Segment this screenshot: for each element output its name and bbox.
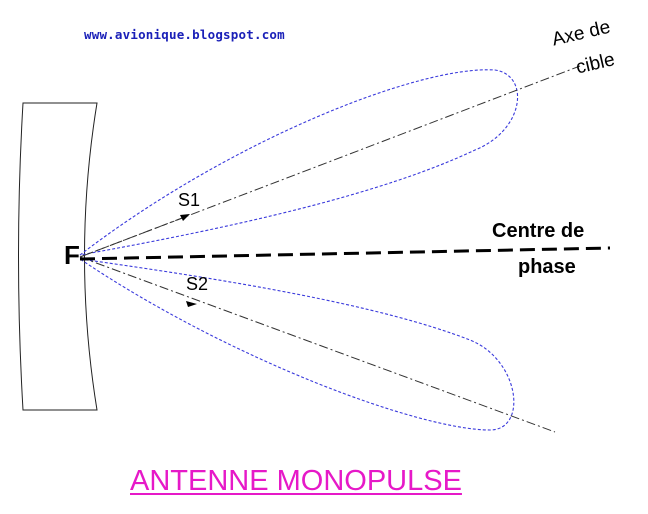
phase-center-label-line1: Centre de (492, 220, 585, 242)
s1-beam-line (79, 216, 186, 258)
lower-lobe (79, 258, 515, 431)
s2-label: S2 (186, 274, 209, 294)
s2-arrowhead (186, 301, 197, 307)
phase-center-label-line2: phase (518, 256, 576, 278)
phase-center-axis (79, 246, 611, 261)
reflector-dish (18, 102, 98, 411)
focus-label: F (64, 240, 80, 270)
upper-lobe (79, 69, 518, 256)
blog-url: www.avionique.blogspot.com (84, 27, 285, 42)
s2-beam-axis (79, 256, 556, 433)
page-title: ANTENNE MONOPULSE (130, 465, 462, 497)
s1-label: S1 (178, 190, 201, 210)
s1-arrowhead (180, 214, 190, 221)
